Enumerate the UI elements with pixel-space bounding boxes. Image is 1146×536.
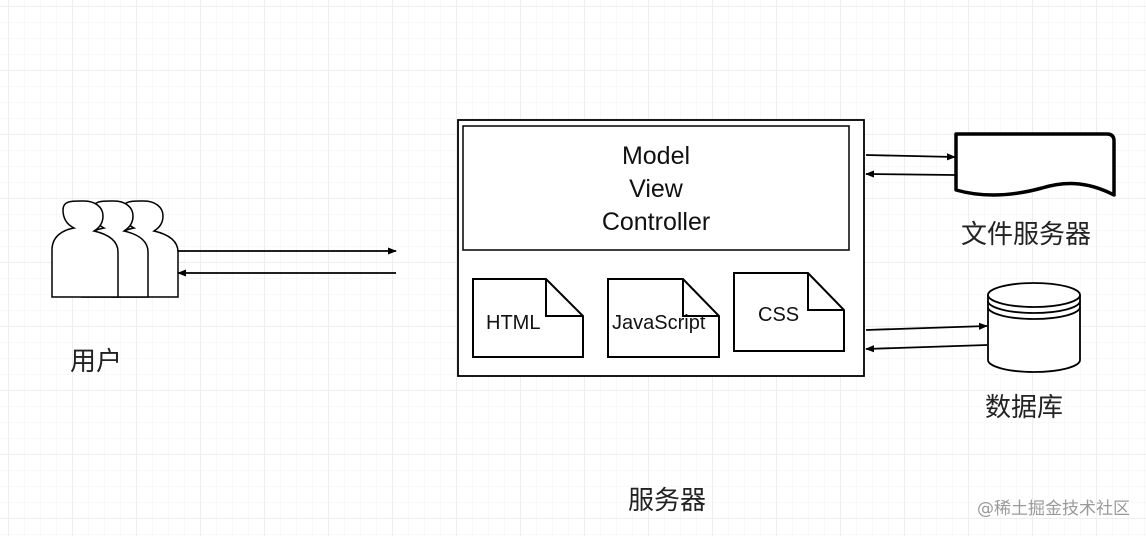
- to-database-arrow: [865, 322, 988, 331]
- html-file-label: HTML: [486, 312, 540, 334]
- html-file-icon: [472, 278, 584, 358]
- mvc-line-view: View: [629, 175, 684, 203]
- javascript-file-label: JavaScript: [612, 312, 706, 334]
- css-file-label: CSS: [758, 304, 799, 326]
- database-icon: [987, 282, 1081, 373]
- user-label: 用户: [70, 347, 123, 377]
- from-database-arrow: [865, 344, 988, 353]
- to-file-server-arrow: [865, 153, 956, 161]
- users-icon: [51, 200, 179, 298]
- mvc-line-model: Model: [622, 142, 690, 170]
- file-server-label: 文件服务器: [961, 220, 1092, 250]
- mvc-box: [462, 125, 850, 251]
- mvc-line-controller: Controller: [602, 208, 710, 236]
- javascript-file-icon: [607, 278, 720, 358]
- database-label: 数据库: [985, 393, 1064, 423]
- css-file-icon: [733, 272, 845, 352]
- from-file-server-arrow: [865, 170, 956, 178]
- watermark-text: @稀土掘金技术社区: [977, 499, 1130, 519]
- server-label: 服务器: [628, 486, 707, 516]
- file-server-icon: [954, 132, 1116, 197]
